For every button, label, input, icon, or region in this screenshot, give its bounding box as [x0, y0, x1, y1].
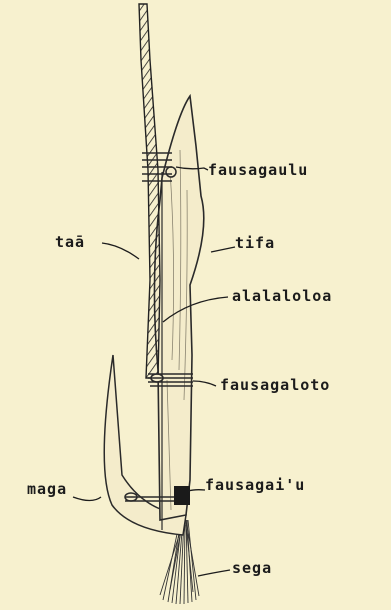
label-fausagaulu: fausagaulu [208, 163, 308, 178]
label-fausagaiu: fausagai'u [205, 478, 305, 493]
label-tifa: tifa [235, 236, 275, 251]
bristle-binding [174, 486, 190, 505]
label-alalaloloa: alalaloloa [232, 289, 332, 304]
leader-fausagaiu [188, 490, 205, 491]
leader-taa [102, 243, 139, 259]
hatched-cord [139, 4, 160, 378]
leader-tifa [211, 247, 235, 252]
leader-fausagaloto [193, 381, 216, 386]
label-maga: maga [27, 482, 67, 497]
label-taa: taā [55, 235, 85, 250]
label-fausagaloto: fausagaloto [220, 378, 330, 393]
label-sega: sega [232, 561, 272, 576]
leader-maga [73, 497, 101, 501]
leader-sega [198, 570, 230, 576]
